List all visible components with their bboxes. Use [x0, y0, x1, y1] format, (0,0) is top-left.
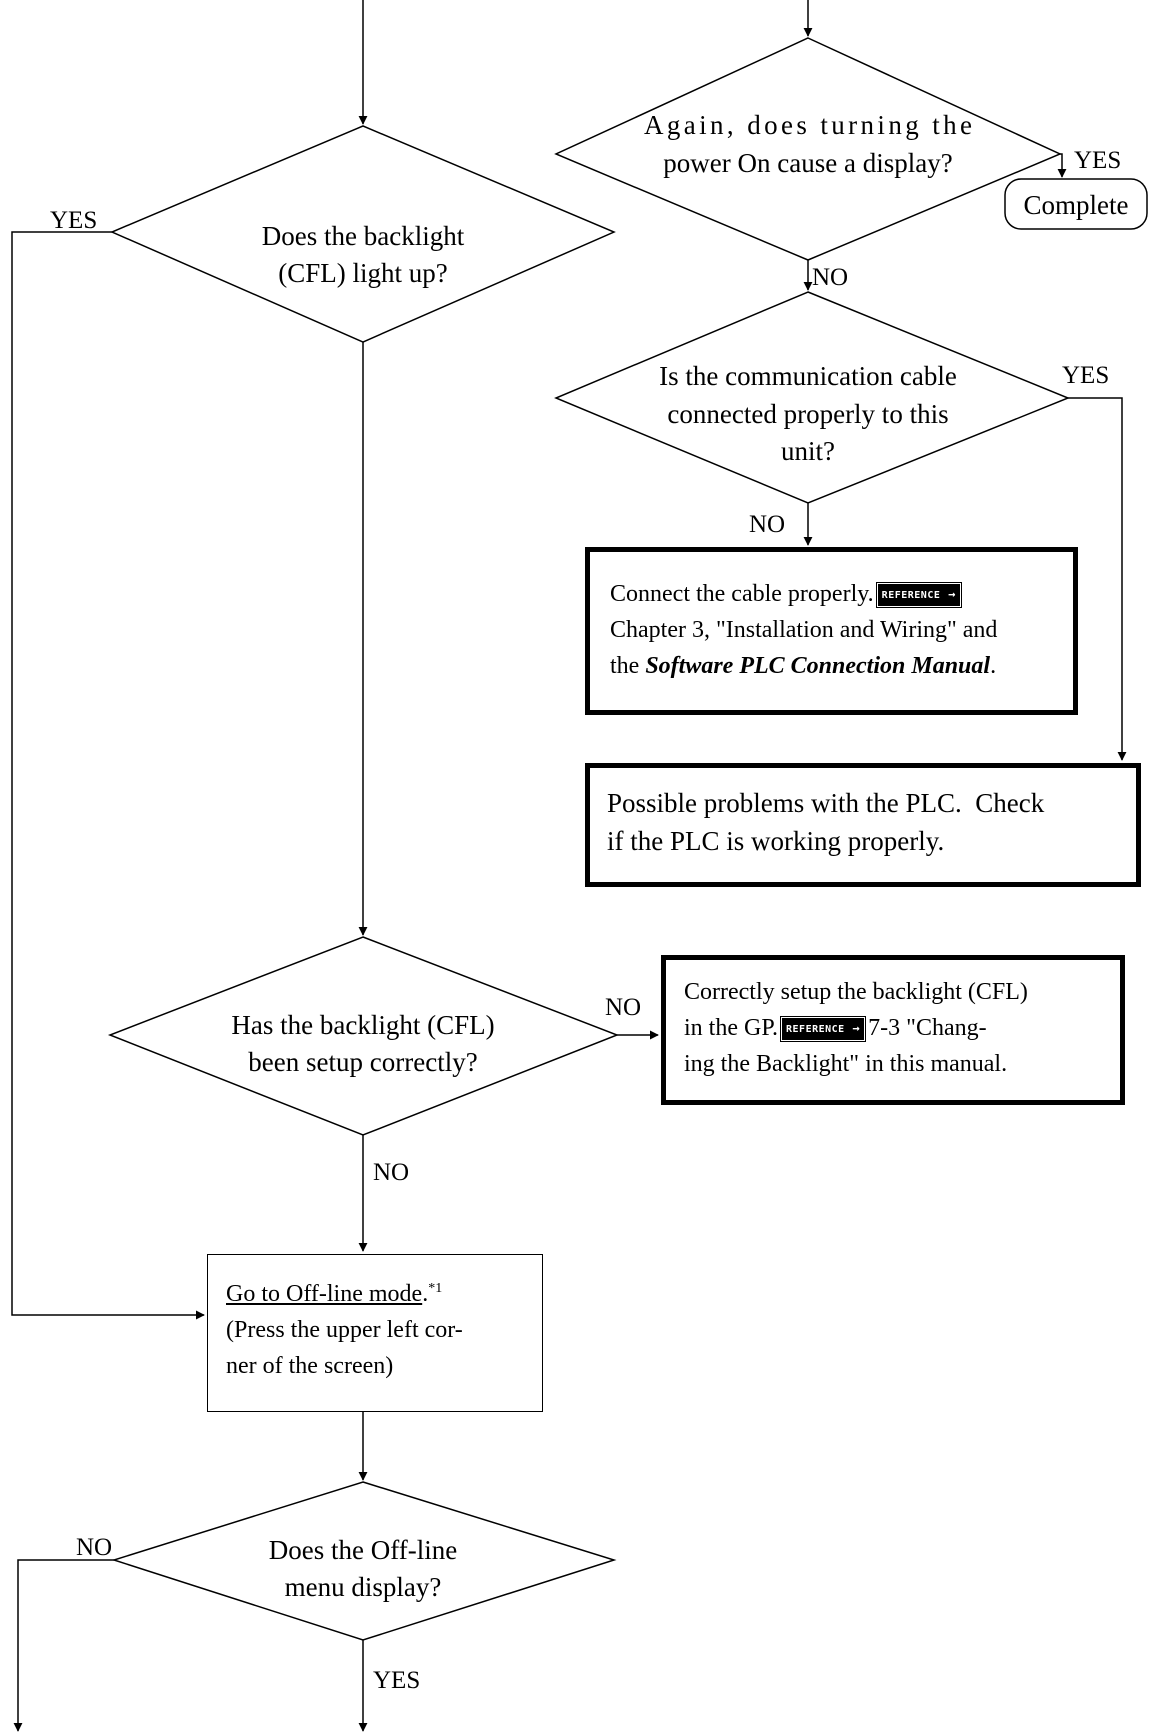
plc-problems-line2: if the PLC is working properly. [607, 826, 945, 856]
setup-backlight-line1: Correctly setup the backlight (CFL) [684, 979, 1028, 1005]
label-no-backlight-setup-down: NO [373, 1159, 409, 1186]
decision-again-power [554, 37, 1062, 261]
setup-backlight-line3: ing the Backlight" in this manual. [684, 1051, 1008, 1077]
process-box-offline-mode: Go to Off-line mode.*1 (Press the upper … [207, 1254, 543, 1412]
decision-comm-cable-line1: Is the communication cable [659, 361, 957, 391]
decision-backlight-setup-line2: been setup correctly? [248, 1047, 477, 1077]
label-no-again-power: NO [812, 264, 848, 291]
connector-line [13, 1559, 114, 1732]
manual-title: Software PLC Connection Manual [645, 653, 991, 679]
plc-problems-line1: Possible problems with the PLC. Check [607, 788, 1045, 818]
terminal-complete [1004, 178, 1148, 230]
label-no-backlight-setup-right: NO [605, 994, 641, 1021]
connector-line [11, 231, 205, 1320]
offline-mode-line2: (Press the upper left cor- [226, 1317, 463, 1343]
connect-cable-line1: Connect the cable properly.REFERENCE [610, 576, 1061, 612]
terminal-complete-label: Complete [1024, 190, 1129, 220]
label-no-offline-menu: NO [76, 1534, 112, 1561]
label-yes-comm-cable: YES [1062, 362, 1109, 389]
decision-offline-menu-line2: menu display? [285, 1572, 442, 1602]
decision-comm-cable-line3: unit? [781, 436, 835, 466]
label-yes-backlight-lights: YES [50, 207, 97, 234]
decision-backlight-lights-line1: Does the backlight [262, 221, 465, 251]
footnote-marker: *1 [428, 1281, 443, 1296]
decision-offline-menu-line1: Does the Off-line [269, 1535, 457, 1565]
setup-backlight-line2: in the GP.REFERENCE7-3 "Chang- [684, 1010, 1112, 1046]
action-box-plc-problems: Possible problems with the PLC. Check if… [585, 763, 1141, 887]
connector-line [1057, 153, 1067, 178]
offline-mode-line3: ner of the screen) [226, 1353, 394, 1379]
decision-comm-cable [554, 291, 1070, 504]
decision-offline-menu [111, 1481, 617, 1641]
decision-again-power-line2: power On cause a display? [663, 148, 952, 178]
connect-cable-line2: Chapter 3, "Installation and Wiring" and [610, 617, 998, 643]
action-box-setup-backlight: Correctly setup the backlight (CFL) in t… [661, 955, 1125, 1105]
decision-backlight-setup-line1: Has the backlight (CFL) [231, 1010, 494, 1040]
decision-backlight-lights [110, 125, 616, 343]
offline-mode-line1: Go to Off-line mode.*1 [226, 1281, 443, 1307]
connector-line [1068, 397, 1127, 761]
action-box-connect-cable: Connect the cable properly.REFERENCE Cha… [585, 547, 1078, 715]
label-yes-offline-menu: YES [373, 1667, 420, 1694]
decision-comm-cable-line2: connected properly to this [667, 399, 948, 429]
label-yes-again-power: YES [1074, 147, 1121, 174]
label-no-comm-cable: NO [749, 511, 785, 538]
reference-badge: REFERENCE [780, 1016, 867, 1042]
decision-backlight-setup [107, 936, 620, 1136]
reference-badge: REFERENCE [875, 582, 962, 608]
connect-cable-line3: the Software PLC Connection Manual. [610, 653, 997, 679]
decision-backlight-lights-line2: (CFL) light up? [278, 258, 448, 288]
